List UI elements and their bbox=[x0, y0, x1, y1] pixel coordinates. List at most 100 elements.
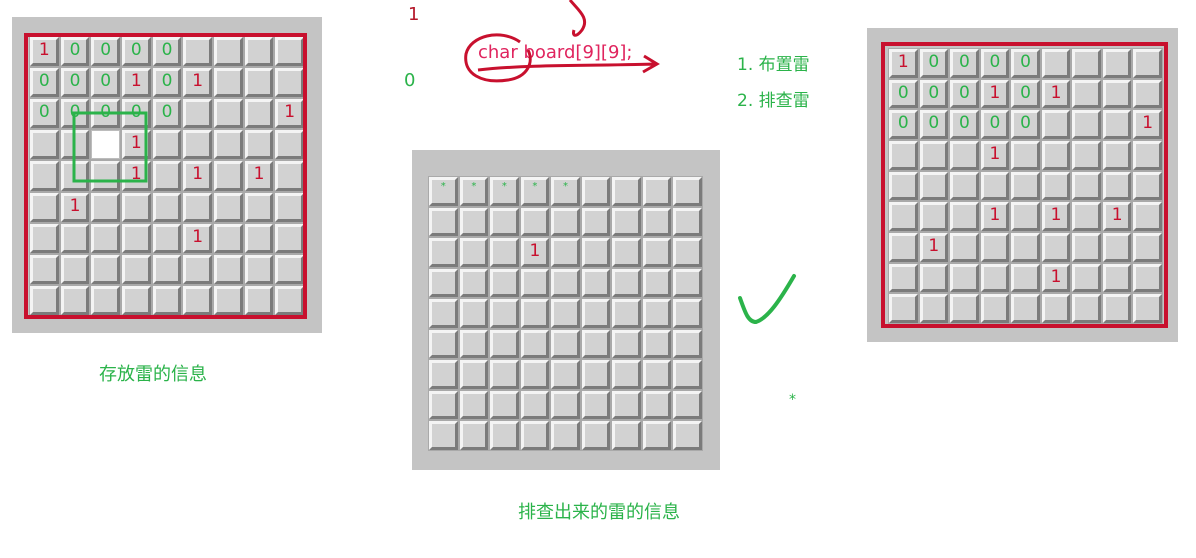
board-cell[interactable] bbox=[1133, 49, 1162, 78]
board-cell[interactable] bbox=[244, 285, 274, 315]
board-cell[interactable] bbox=[429, 299, 458, 328]
board-cell[interactable] bbox=[183, 254, 212, 284]
board-cell[interactable] bbox=[91, 254, 120, 284]
board-cell[interactable]: * bbox=[490, 177, 519, 206]
board-cell[interactable]: 1 bbox=[183, 68, 212, 98]
board-cell[interactable] bbox=[214, 161, 243, 191]
board-cell[interactable] bbox=[1011, 141, 1040, 170]
board-cell[interactable]: 1 bbox=[30, 37, 59, 67]
board-cell[interactable] bbox=[612, 207, 641, 237]
board-cell[interactable] bbox=[1133, 202, 1162, 231]
board-cell[interactable]: 0 bbox=[889, 110, 918, 139]
board-cell[interactable] bbox=[459, 329, 489, 359]
board-cell[interactable] bbox=[1133, 263, 1162, 293]
board-cell[interactable] bbox=[1041, 233, 1071, 262]
board-cell[interactable] bbox=[214, 192, 243, 222]
board-cell[interactable] bbox=[122, 254, 151, 284]
board-cell[interactable] bbox=[1072, 110, 1101, 139]
board-cell[interactable] bbox=[950, 202, 979, 231]
board-cell[interactable]: 1 bbox=[1102, 202, 1132, 231]
board-cell[interactable] bbox=[183, 192, 212, 222]
board-cell[interactable] bbox=[122, 285, 151, 315]
board-cell[interactable] bbox=[642, 360, 672, 389]
board-cell[interactable]: 1 bbox=[1041, 263, 1071, 293]
board-cell[interactable] bbox=[275, 37, 304, 67]
board-cell[interactable] bbox=[581, 268, 611, 298]
board-cell[interactable]: 1 bbox=[1041, 79, 1071, 109]
board-cell[interactable] bbox=[459, 299, 489, 328]
board-cell[interactable] bbox=[30, 192, 59, 222]
board-cell[interactable]: 0 bbox=[152, 68, 182, 98]
board-cell[interactable] bbox=[612, 390, 641, 420]
board-cell[interactable] bbox=[612, 299, 641, 328]
board-cell[interactable] bbox=[612, 329, 641, 359]
board-cell[interactable] bbox=[1133, 171, 1162, 201]
board-cell[interactable] bbox=[1102, 171, 1132, 201]
board-cell[interactable] bbox=[642, 329, 672, 359]
board-cell[interactable]: 1 bbox=[980, 79, 1010, 109]
board-cell[interactable] bbox=[183, 285, 212, 315]
board-cell[interactable] bbox=[429, 329, 458, 359]
board-cell[interactable] bbox=[673, 238, 702, 267]
board-cell[interactable]: * bbox=[429, 177, 458, 206]
board-cell[interactable]: 0 bbox=[950, 49, 979, 78]
board-cell[interactable] bbox=[919, 141, 949, 170]
board-cell[interactable] bbox=[214, 37, 243, 67]
board-cell[interactable] bbox=[889, 202, 918, 231]
board-cell[interactable] bbox=[275, 130, 304, 160]
board-cell[interactable] bbox=[152, 285, 182, 315]
board-cell[interactable] bbox=[214, 99, 243, 129]
board-cell[interactable] bbox=[152, 254, 182, 284]
board-cell[interactable] bbox=[551, 207, 580, 237]
board-cell[interactable] bbox=[1133, 79, 1162, 109]
board-cell[interactable] bbox=[1011, 294, 1040, 323]
board-cell[interactable] bbox=[673, 360, 702, 389]
board-cell[interactable] bbox=[642, 268, 672, 298]
board-cell[interactable] bbox=[214, 130, 243, 160]
board-cell[interactable] bbox=[244, 192, 274, 222]
board-cell[interactable] bbox=[122, 223, 151, 253]
board-cell[interactable] bbox=[490, 299, 519, 328]
board-cell[interactable] bbox=[919, 171, 949, 201]
board-cell[interactable]: 0 bbox=[889, 79, 918, 109]
board-cell[interactable]: 0 bbox=[152, 37, 182, 67]
board-cell[interactable]: 0 bbox=[919, 79, 949, 109]
board-cell[interactable] bbox=[919, 202, 949, 231]
board-cell[interactable] bbox=[244, 37, 274, 67]
board-cell[interactable] bbox=[1072, 202, 1101, 231]
board-cell[interactable] bbox=[551, 268, 580, 298]
board-cell[interactable] bbox=[183, 99, 212, 129]
board-cell[interactable] bbox=[429, 238, 458, 267]
board-cell[interactable] bbox=[1072, 171, 1101, 201]
board-cell[interactable]: 0 bbox=[950, 79, 979, 109]
board-cell[interactable] bbox=[91, 223, 120, 253]
board-cell[interactable] bbox=[1041, 171, 1071, 201]
board-cell[interactable]: 1 bbox=[244, 161, 274, 191]
board-cell[interactable] bbox=[1072, 79, 1101, 109]
board-cell[interactable] bbox=[950, 171, 979, 201]
board-cell[interactable] bbox=[673, 207, 702, 237]
board-cell[interactable]: 1 bbox=[183, 161, 212, 191]
board-cell[interactable]: * bbox=[459, 177, 489, 206]
board-cell[interactable] bbox=[122, 192, 151, 222]
board-cell[interactable] bbox=[244, 223, 274, 253]
board-cell[interactable]: 1 bbox=[1041, 202, 1071, 231]
board-cell[interactable] bbox=[91, 130, 120, 160]
board-cell[interactable] bbox=[490, 390, 519, 420]
board-cell[interactable] bbox=[950, 294, 979, 323]
board-cell[interactable] bbox=[950, 233, 979, 262]
board-cell[interactable] bbox=[642, 238, 672, 267]
board-cell[interactable] bbox=[429, 268, 458, 298]
board-cell[interactable] bbox=[275, 254, 304, 284]
board-cell[interactable]: 0 bbox=[1011, 79, 1040, 109]
board-cell[interactable] bbox=[1011, 202, 1040, 231]
board-cell[interactable]: 1 bbox=[1133, 110, 1162, 139]
board-cell[interactable] bbox=[889, 171, 918, 201]
board-cell[interactable] bbox=[244, 99, 274, 129]
board-cell[interactable] bbox=[581, 390, 611, 420]
board-cell[interactable] bbox=[520, 421, 550, 450]
board-cell[interactable] bbox=[275, 223, 304, 253]
board-cell[interactable]: * bbox=[520, 177, 550, 206]
board-cell[interactable] bbox=[91, 192, 120, 222]
board-cell[interactable] bbox=[1011, 233, 1040, 262]
